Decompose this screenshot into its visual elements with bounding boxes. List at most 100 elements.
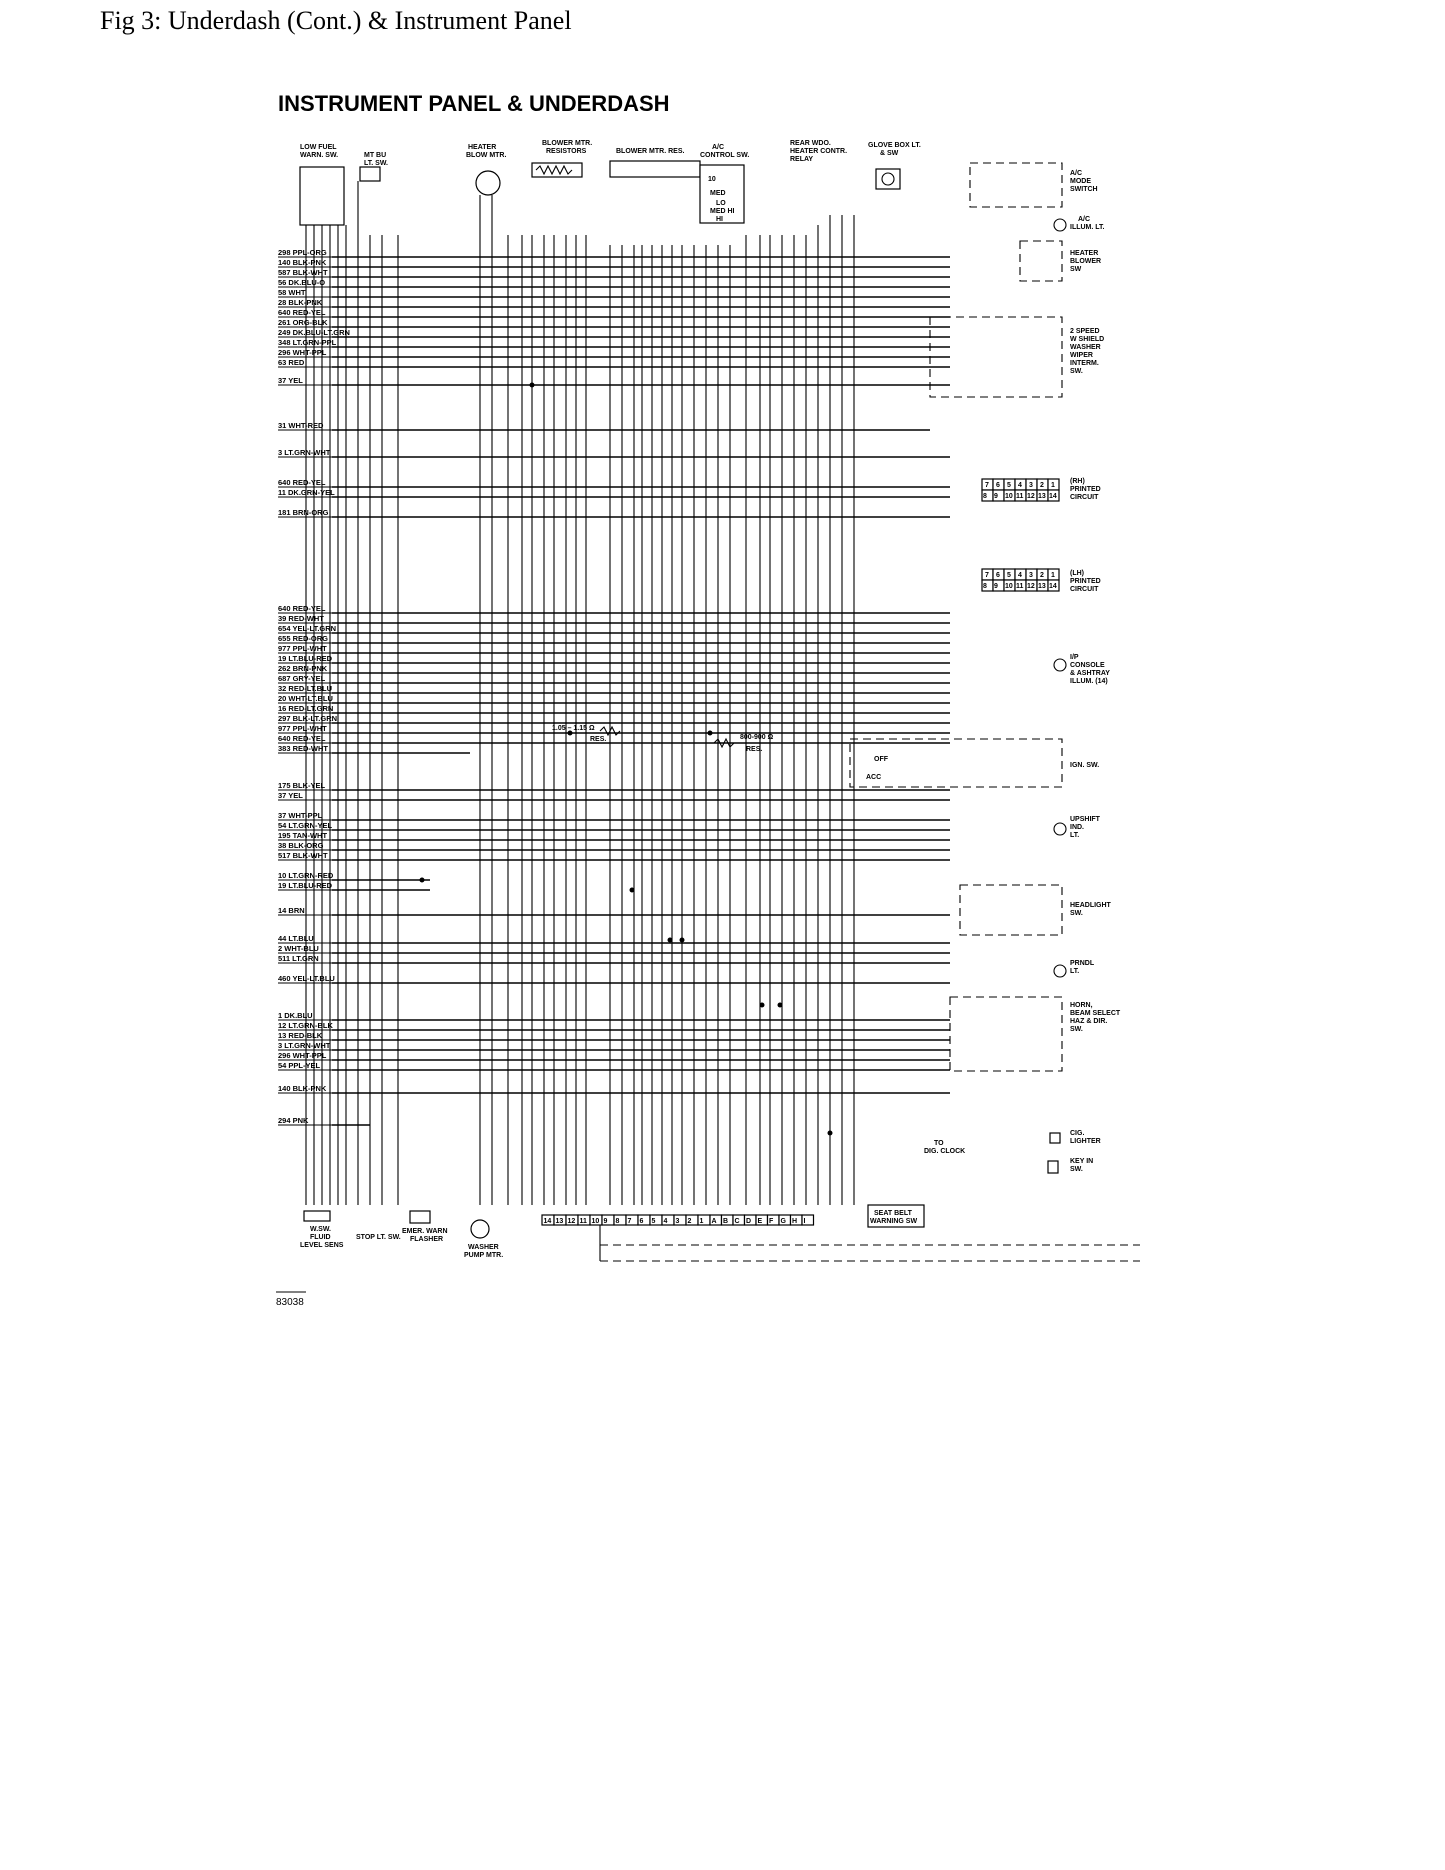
wire-label: 140 BLK-PNK (278, 1084, 327, 1093)
svg-text:HEATER CONTR.: HEATER CONTR. (790, 148, 847, 155)
wire-label: 20 WHT-LT.BLU (278, 694, 333, 703)
svg-text:UPSHIFT: UPSHIFT (1070, 816, 1101, 823)
ac-control-switch: A/C CONTROL SW. 10 MED LO MED HI HI (699, 144, 749, 224)
svg-text:LO: LO (716, 200, 726, 207)
svg-text:I/P: I/P (1070, 654, 1079, 661)
pc-pin-number: 13 (1038, 493, 1046, 500)
connector-pin-label: 8 (616, 1218, 620, 1225)
pc-pin-number: 14 (1049, 493, 1057, 500)
junction-dot (679, 937, 685, 943)
svg-text:KEY IN: KEY IN (1070, 1158, 1093, 1165)
svg-text:800-900 Ω: 800-900 Ω (740, 734, 774, 741)
headlight-switch: HEADLIGHT SW. (959, 884, 1112, 936)
pc-pin-number: 7 (985, 482, 989, 489)
wire-label: 19 LT.BLU-RED (278, 881, 333, 890)
emergency-warn-flasher: EMER. WARN FLASHER (402, 1210, 448, 1243)
pc-pin-number: 10 (1005, 583, 1013, 590)
wire-label: 14 BRN (278, 906, 305, 915)
svg-text:HI: HI (716, 216, 723, 223)
svg-text:RES.: RES. (590, 736, 606, 743)
svg-text:EMER. WARN: EMER. WARN (402, 1228, 448, 1235)
wire-label: 517 BLK-WHT (278, 851, 328, 860)
svg-text:CIRCUIT: CIRCUIT (1070, 494, 1099, 501)
wire-label: 13 RED-BLK (278, 1031, 323, 1040)
svg-text:BLOWER MTR.: BLOWER MTR. (542, 140, 592, 147)
svg-text:IND.: IND. (1070, 824, 1084, 831)
connector-pin-label: D (746, 1218, 751, 1225)
ip-console-ashtray-illum: I/P CONSOLE & ASHTRAY ILLUM. (14) (1053, 654, 1110, 685)
svg-text:REAR WDO.: REAR WDO. (790, 140, 831, 147)
svg-text:OFF: OFF (874, 756, 889, 763)
svg-text:LT.: LT. (1070, 968, 1079, 975)
pc-pin-number: 12 (1027, 583, 1035, 590)
svg-text:HORN,: HORN, (1070, 1002, 1093, 1009)
connector-pin-label: 13 (556, 1218, 564, 1225)
svg-text:PRINTED: PRINTED (1070, 578, 1101, 585)
svg-text:BLOWER MTR. RES.: BLOWER MTR. RES. (616, 148, 684, 155)
wire-label: 640 RED-YEL (278, 604, 326, 613)
svg-text:WIPER: WIPER (1070, 352, 1093, 359)
svg-text:ACC: ACC (866, 774, 881, 781)
connector-pin-label: 12 (568, 1218, 576, 1225)
svg-text:PRNDL: PRNDL (1070, 960, 1095, 967)
low-fuel-warn-switch: LOW FUEL WARN. SW. (299, 144, 345, 226)
svg-text:HEATER: HEATER (1070, 250, 1098, 257)
cig-lighter: CIG. LIGHTER (1049, 1130, 1101, 1145)
wiring-diagram: INSTRUMENT PANEL & UNDERDASH 298 PPL-ORG… (276, 91, 1140, 1308)
blower-motor-res: BLOWER MTR. RES. (609, 148, 701, 178)
junction-dot (827, 1130, 833, 1136)
svg-text:PRINTED: PRINTED (1070, 486, 1101, 493)
connector-pin-label: C (735, 1218, 740, 1225)
connector-pin-label: E (758, 1218, 763, 1225)
svg-text:LT.: LT. (1070, 832, 1079, 839)
svg-text:A/C: A/C (1078, 216, 1090, 223)
svg-text:LOW FUEL: LOW FUEL (300, 144, 337, 151)
svg-text:TO: TO (934, 1140, 944, 1147)
seat-belt-warning-switch: SEAT BELT WARNING SW (867, 1204, 925, 1228)
svg-text:A/C: A/C (712, 144, 724, 151)
connector-pin-cell (801, 1214, 815, 1226)
wire-label: 687 GRY-YEL (278, 674, 326, 683)
pc-pin-number: 5 (1007, 482, 1011, 489)
to-digital-clock: TO DIG. CLOCK (924, 1140, 965, 1155)
heater-blower-switch: HEATER BLOWER SW (1019, 240, 1101, 282)
pc-pin-number: 1 (1051, 482, 1055, 489)
svg-text:FLASHER: FLASHER (410, 1236, 443, 1243)
glove-box-light-switch: GLOVE BOX LT. & SW (868, 142, 921, 190)
junction-dot (629, 887, 635, 893)
svg-text:ILLUM. (14): ILLUM. (14) (1070, 678, 1108, 685)
junction-dot (777, 1002, 783, 1008)
pc-pin-number: 14 (1049, 583, 1057, 590)
svg-text:WASHER: WASHER (468, 1244, 499, 1251)
wire-label: 655 RED-ORG (278, 634, 328, 643)
prndl-light: PRNDL LT. (1053, 960, 1095, 978)
pc-pin-number: 11 (1016, 583, 1024, 590)
connector-pin-label: 11 (580, 1218, 588, 1225)
wire-label: 38 BLK-ORG (278, 841, 324, 850)
connector-pin-label: 14 (544, 1218, 552, 1225)
svg-text:RELAY: RELAY (790, 156, 813, 163)
wire-label: 32 RED-LT.BLU (278, 684, 332, 693)
wire-label: 383 RED-WHT (278, 744, 328, 753)
wire-label: 298 PPL-ORG (278, 248, 327, 257)
svg-text:WASHER: WASHER (1070, 344, 1101, 351)
svg-text:& ASHTRAY: & ASHTRAY (1070, 670, 1110, 677)
svg-text:BLOWER: BLOWER (1070, 258, 1101, 265)
upshift-indicator-light: UPSHIFT IND. LT. (1053, 816, 1101, 839)
svg-text:MED HI: MED HI (710, 208, 735, 215)
resistor-1: 1.05 – 1.15 Ω RES. (552, 725, 621, 743)
wire-label: 175 BLK-YEL (278, 781, 326, 790)
svg-text:1.05 – 1.15 Ω: 1.05 – 1.15 Ω (552, 725, 595, 732)
svg-text:A/C: A/C (1070, 170, 1082, 177)
svg-text:HEADLIGHT: HEADLIGHT (1070, 902, 1112, 909)
svg-text:CIRCUIT: CIRCUIT (1070, 586, 1099, 593)
pc-pin-number: 2 (1040, 572, 1044, 579)
svg-text:MT BU: MT BU (364, 152, 386, 159)
junction-dot (567, 730, 573, 736)
connector-pin-label: 2 (688, 1218, 692, 1225)
junction-dot (667, 937, 673, 943)
pc-pin-number: 11 (1016, 493, 1024, 500)
wire-label: 44 LT.BLU (278, 934, 314, 943)
